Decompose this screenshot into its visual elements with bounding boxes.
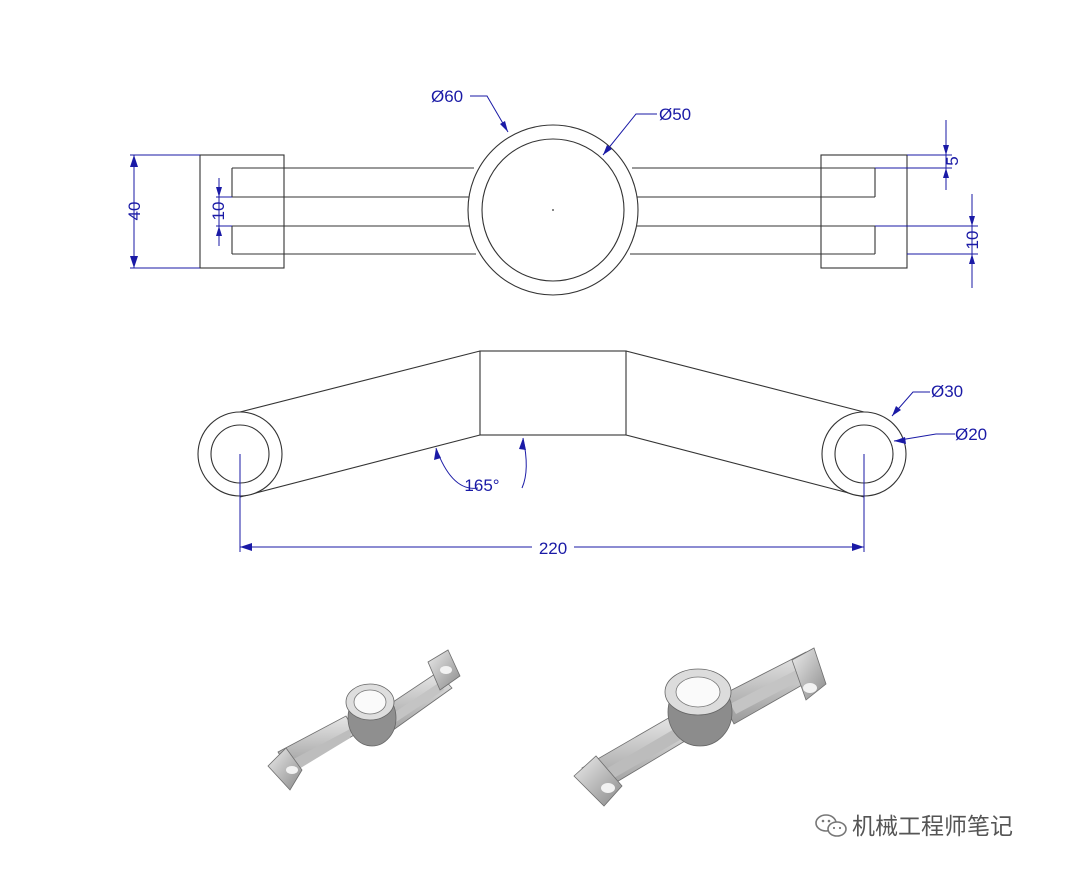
dim-height-40: 40 (125, 154, 200, 269)
right-clevis-block (820, 154, 908, 269)
front-view: 220 165° Ø30 Ø20 (197, 350, 987, 558)
dim-slot-right-10: 10 (875, 194, 982, 288)
dim-dia-50-text: Ø50 (659, 105, 691, 124)
dim-dia-20-text: Ø20 (955, 425, 987, 444)
dim-dia-50: Ø50 (602, 105, 691, 156)
dim-dia-30-text: Ø30 (931, 382, 963, 401)
dim-angle-165: 165° (434, 437, 527, 495)
dim-dia-30: Ø30 (891, 382, 963, 417)
center-block (479, 350, 627, 436)
left-clevis-block (199, 154, 285, 269)
dim-dia-60: Ø60 (431, 87, 509, 133)
iso-part-large (573, 647, 827, 807)
hub-inner-circle (481, 138, 625, 282)
hub-center-mark (552, 209, 554, 211)
watermark: 机械工程师笔记 (815, 814, 1013, 840)
dim-slot-left-10-text: 10 (209, 202, 228, 221)
dim-gap-right-5: 5 (875, 120, 962, 190)
dim-slot-left-10: 10 (209, 178, 232, 246)
watermark-text: 机械工程师笔记 (852, 814, 1013, 840)
dim-dia-60-text: Ø60 (431, 87, 463, 106)
dim-length-220: 220 (240, 538, 864, 558)
dim-height-40-text: 40 (125, 202, 144, 221)
dim-gap-right-5-text: 5 (943, 156, 962, 165)
iso-part-small (267, 649, 461, 791)
dim-length-220-text: 220 (539, 539, 567, 558)
dim-angle-165-text: 165° (464, 476, 499, 495)
dim-dia-20: Ø20 (893, 425, 987, 444)
top-view: Ø60 Ø50 40 10 (125, 87, 982, 296)
arm-bars (231, 167, 876, 255)
wechat-icon (815, 814, 847, 837)
dim-slot-right-10-text: 10 (963, 231, 982, 250)
